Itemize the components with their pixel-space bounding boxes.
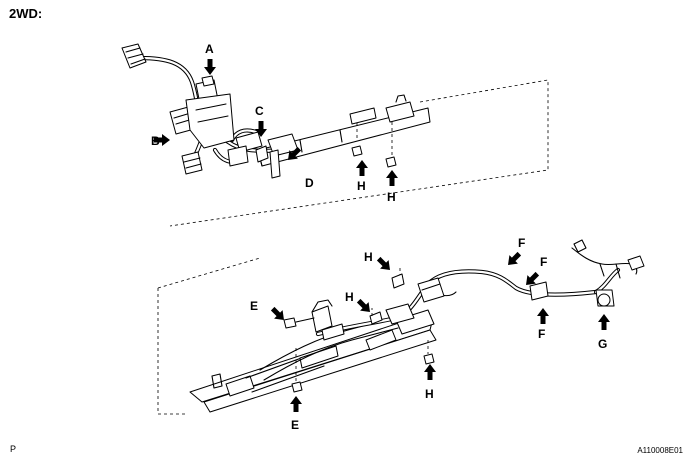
figure-code: A110008E01	[637, 446, 683, 455]
arrow-h-lower-right-icon	[424, 364, 436, 380]
lower-assembly: F F F G H H H E E	[157, 236, 645, 432]
callout-h-upper-right: H	[387, 190, 396, 204]
callout-f-middle: F	[540, 255, 547, 269]
arrow-h-lower-middle-icon	[354, 296, 375, 317]
arrow-h-upper-left-icon	[356, 160, 368, 176]
callout-a: A	[205, 42, 214, 56]
callout-e-upper: E	[250, 299, 258, 313]
callout-h-lower-upper: H	[364, 250, 373, 264]
upper-frame-rail	[257, 94, 431, 168]
upper-assembly: A B C D H H	[121, 42, 549, 227]
upper-dashed-plane	[169, 79, 549, 227]
arrow-f-lower-icon	[537, 308, 549, 324]
arrow-h-upper-right-icon	[386, 170, 398, 186]
callout-f-upper: F	[518, 236, 525, 250]
arrow-a-icon	[204, 59, 216, 75]
arrow-h-lower-upper-icon	[374, 254, 395, 275]
callout-f-lower: F	[538, 327, 545, 341]
callout-g: G	[598, 337, 607, 351]
arrow-f-upper-icon	[503, 249, 524, 270]
arrow-e-lower-icon	[290, 396, 302, 412]
arrow-g-icon	[598, 314, 610, 330]
callout-h-lower-right: H	[425, 387, 434, 401]
corner-marker: P	[10, 444, 17, 454]
callout-e-lower: E	[291, 418, 299, 432]
callout-h-upper-left: H	[357, 179, 366, 193]
page-title: 2WD:	[9, 6, 43, 21]
callout-b: B	[151, 134, 160, 148]
callout-d: D	[305, 176, 314, 190]
lower-dashed-plane	[157, 288, 188, 415]
lower-connectors	[283, 268, 615, 393]
upper-connectors	[121, 43, 299, 179]
callout-h-lower-middle: H	[345, 290, 354, 304]
lower-harness-cable	[315, 239, 645, 337]
lower-frame-rails	[189, 309, 437, 413]
callout-c: C	[255, 104, 264, 118]
